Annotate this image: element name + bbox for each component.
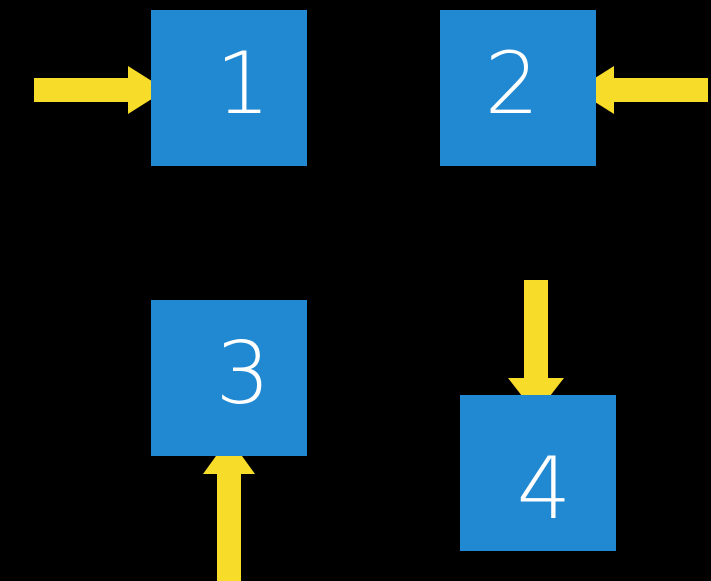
- node-box-3[interactable]: 3: [151, 300, 307, 456]
- arrow-up-icon: [203, 438, 255, 581]
- node-box-4[interactable]: 4: [460, 395, 616, 551]
- arrow-right-icon: [34, 66, 166, 114]
- node-box-2[interactable]: 2: [440, 10, 596, 166]
- arrow-down-icon: [508, 280, 564, 414]
- node-box-3-label: 3: [215, 324, 271, 424]
- arrow-left-icon: [576, 66, 708, 114]
- node-box-4-label: 4: [516, 439, 572, 539]
- node-box-1[interactable]: 1: [151, 10, 307, 166]
- node-box-1-label: 1: [215, 34, 271, 134]
- node-box-2-label: 2: [484, 34, 540, 134]
